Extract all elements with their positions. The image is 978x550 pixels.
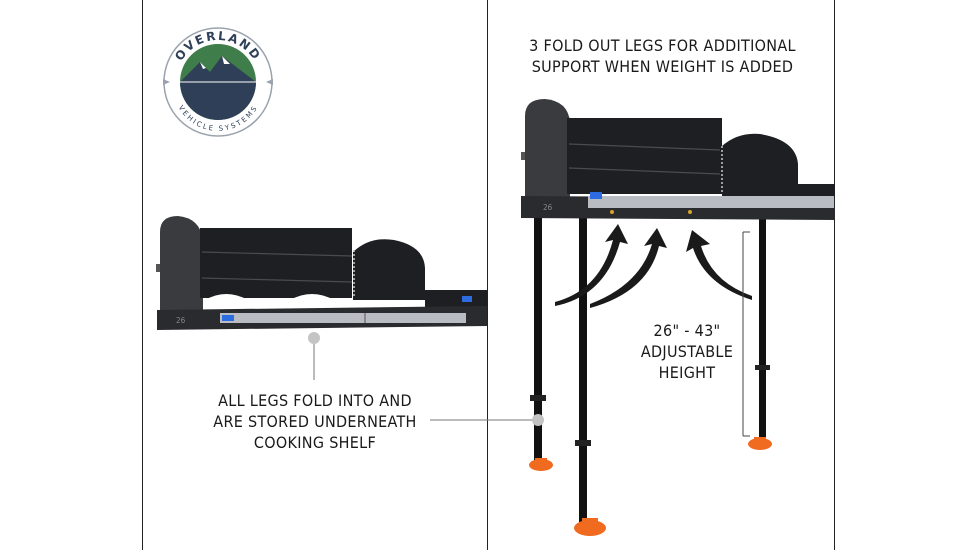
- left-caption-line: ALL LEGS FOLD INTO AND: [218, 391, 412, 410]
- right-caption-line: 3 FOLD OUT LEGS FOR ADDITIONAL: [529, 36, 796, 55]
- height-caption: 26" - 43" ADJUSTABLE HEIGHT: [622, 320, 752, 383]
- callout-dot-leg: [532, 414, 544, 426]
- arrow-icon: [590, 228, 667, 308]
- height-label-line: ADJUSTABLE: [640, 342, 734, 361]
- left-caption-line: ARE STORED UNDERNEATH: [213, 412, 417, 431]
- left-caption-line: COOKING SHELF: [253, 433, 377, 452]
- shelf-stamp-left: 26: [176, 316, 186, 325]
- right-caption-line: SUPPORT WHEN WEIGHT IS ADDED: [531, 57, 794, 76]
- shelf-deployed: 26: [521, 99, 835, 536]
- height-dimension-bracket: [742, 231, 750, 437]
- right-caption: 3 FOLD OUT LEGS FOR ADDITIONAL SUPPORT W…: [500, 35, 825, 77]
- height-label-line: HEIGHT: [658, 363, 716, 382]
- left-caption: ALL LEGS FOLD INTO AND ARE STORED UNDERN…: [180, 390, 450, 453]
- arrow-icon: [686, 230, 752, 300]
- callout-dot-shelf: [308, 332, 320, 344]
- arrow-icon: [555, 224, 628, 306]
- shelf-stamp-right: 26: [543, 203, 553, 212]
- shelf-folded: 26: [156, 216, 487, 330]
- fold-out-arrows: [555, 224, 752, 308]
- height-range: 26" - 43": [653, 321, 721, 340]
- brand-logo: OVERLAND VEHICLE SYSTEMS: [163, 27, 273, 137]
